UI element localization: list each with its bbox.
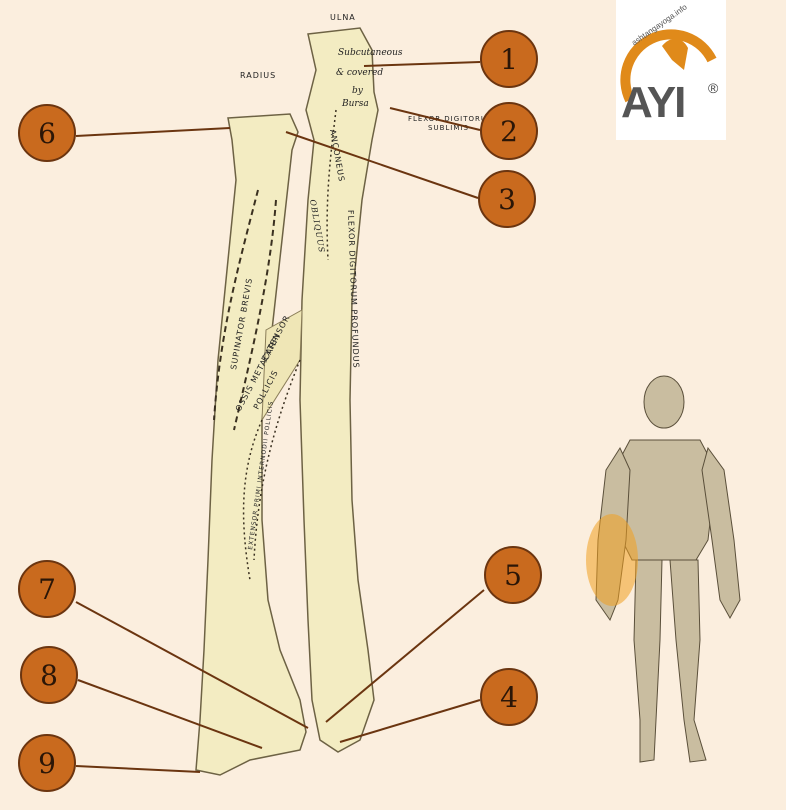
callout-5: 5 bbox=[484, 546, 542, 604]
callout-2: 2 bbox=[480, 102, 538, 160]
callout-4: 4 bbox=[480, 668, 538, 726]
callout-8: 8 bbox=[20, 646, 78, 704]
registered-mark: ® bbox=[708, 80, 719, 96]
logo-mark: AYI bbox=[621, 78, 686, 127]
forearm-highlight bbox=[586, 514, 638, 606]
leader-line-8 bbox=[77, 679, 263, 749]
label-subcutaneous-4: Bursa bbox=[341, 99, 369, 109]
figure-head bbox=[643, 375, 685, 429]
callout-7: 7 bbox=[18, 560, 76, 618]
leader-line-2 bbox=[389, 107, 481, 131]
leader-lines bbox=[75, 61, 485, 773]
radius-bone bbox=[195, 113, 307, 776]
label-flexor-sublimis-2: SUBLIMIS bbox=[428, 124, 469, 132]
attachment-line-2 bbox=[233, 199, 277, 431]
leader-line-6 bbox=[75, 127, 231, 137]
leader-line-3 bbox=[285, 131, 479, 199]
leader-line-1 bbox=[363, 61, 481, 67]
leader-line-5 bbox=[325, 589, 485, 723]
figure-right-arm bbox=[701, 446, 741, 620]
attachment-line-5 bbox=[326, 109, 337, 261]
ashtangayoga-logo: ashtangayoga.info AYI ® bbox=[616, 0, 726, 140]
callout-9: 9 bbox=[18, 734, 76, 792]
logo-ring bbox=[620, 29, 717, 103]
leader-line-4 bbox=[339, 699, 481, 743]
label-ulna: ULNA bbox=[330, 13, 356, 22]
label-radius: RADIUS bbox=[240, 71, 276, 80]
leader-line-7 bbox=[75, 601, 309, 729]
label-subcutaneous-1: Subcutaneous bbox=[338, 48, 403, 58]
leader-line-9 bbox=[75, 765, 201, 773]
ulna-bone bbox=[299, 27, 379, 753]
callout-6: 6 bbox=[18, 104, 76, 162]
human-figure-back-view bbox=[595, 375, 741, 763]
label-subcutaneous-3: by bbox=[352, 86, 364, 96]
label-subcutaneous-2: & covered bbox=[336, 68, 383, 78]
callout-1: 1 bbox=[480, 30, 538, 88]
figure-left-leg bbox=[633, 559, 663, 763]
label-flexor-sublimis-1: FLEXOR DIGITORUM bbox=[408, 115, 494, 123]
attachment-line-1 bbox=[213, 189, 259, 421]
figure-right-leg bbox=[669, 559, 707, 763]
callout-3: 3 bbox=[478, 170, 536, 228]
